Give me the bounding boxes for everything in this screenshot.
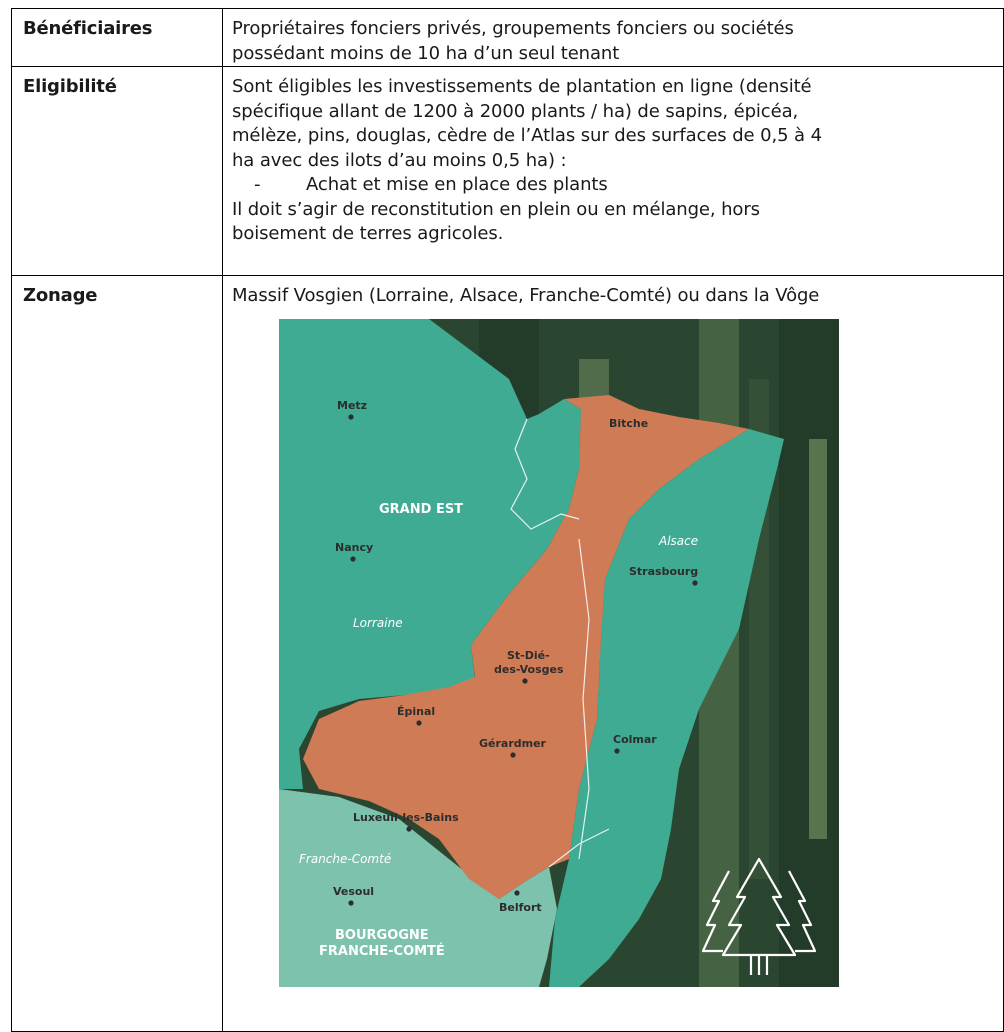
list-bullet: - — [254, 174, 261, 195]
label-cell: Zonage — [11, 275, 223, 1032]
row-label-eligibilite: Eligibilité — [23, 76, 117, 97]
fir-trees-icon — [701, 857, 817, 975]
content-cell: Sont éligibles les investissements de pl… — [222, 66, 1004, 276]
city-label-vesoul: Vesoul — [333, 885, 374, 898]
zonage-map: Metz Bitche Nancy Strasbourg St-Dié- des… — [279, 318, 839, 987]
eligibilite-text: Sont éligibles les investissements de pl… — [223, 67, 1003, 247]
city-label-gerardmer: Gérardmer — [479, 737, 547, 750]
zonage-text: Massif Vosgien (Lorraine, Alsace, Franch… — [223, 276, 1003, 309]
list-item: - Achat et mise en place des plants — [232, 173, 997, 198]
table-row-eligibilite: Eligibilité Sont éligibles les investiss… — [11, 66, 1004, 276]
city-label-st-die-2: des-Vosges — [494, 663, 564, 676]
area-label-franche-comte: Franche-Comté — [299, 852, 391, 866]
city-label-belfort: Belfort — [499, 901, 542, 914]
label-cell: Eligibilité — [11, 66, 223, 276]
table-row-zonage: Zonage Massif Vosgien (Lorraine, Alsace,… — [11, 275, 1004, 1032]
city-label-epinal: Épinal — [397, 705, 435, 718]
label-cell: Bénéficiaires — [11, 8, 223, 67]
text-line: Propriétaires fonciers privés, groupemen… — [232, 18, 794, 39]
area-label-alsace: Alsace — [658, 534, 698, 548]
row-label-beneficiaires: Bénéficiaires — [23, 18, 153, 39]
city-label-strasbourg: Strasbourg — [629, 565, 698, 578]
text-line: Sont éligibles les investissements de pl… — [232, 76, 812, 97]
info-table: Bénéficiaires Propriétaires fonciers pri… — [11, 8, 1004, 1032]
city-label-bitche: Bitche — [609, 417, 648, 430]
list-item-text: Achat et mise en place des plants — [306, 174, 608, 195]
text-line: possédant moins de 10 ha d’un seul tenan… — [232, 42, 620, 64]
city-dots — [348, 413, 698, 906]
area-label-lorraine: Lorraine — [353, 616, 403, 630]
city-label-nancy: Nancy — [335, 541, 373, 554]
region-label-bourgogne-1: BOURGOGNE — [335, 928, 429, 943]
text-line: spécifique allant de 1200 à 2000 plants … — [232, 100, 799, 122]
region-label-grand-est: GRAND EST — [379, 502, 463, 517]
city-label-metz: Metz — [337, 399, 367, 412]
region-label-bourgogne-2: FRANCHE-COMTÉ — [319, 943, 445, 959]
region-alsace — [549, 428, 784, 987]
content-cell: Propriétaires fonciers privés, groupemen… — [222, 8, 1004, 67]
text-line: ha avec des ilots d’au moins 0,5 ha) : — [232, 149, 567, 171]
beneficiaires-text: Propriétaires fonciers privés, groupemen… — [223, 9, 1003, 66]
map-svg: Metz Bitche Nancy Strasbourg St-Dié- des… — [279, 318, 839, 987]
border-lines — [510, 418, 610, 867]
city-label-colmar: Colmar — [613, 733, 657, 746]
row-label-zonage: Zonage — [23, 285, 98, 306]
text-line: Il doit s’agir de reconstitution en plei… — [232, 198, 760, 220]
region-grand-est-west — [279, 318, 581, 789]
table-row-beneficiaires: Bénéficiaires Propriétaires fonciers pri… — [11, 8, 1004, 67]
text-line: Massif Vosgien (Lorraine, Alsace, Franch… — [232, 285, 820, 306]
text-line: mélèze, pins, douglas, cèdre de l’Atlas … — [232, 125, 822, 146]
content-cell: Massif Vosgien (Lorraine, Alsace, Franch… — [222, 275, 1004, 1032]
city-label-luxeuil: Luxeuil-les-Bains — [353, 811, 459, 824]
region-massif-vosgien — [303, 394, 749, 899]
region-bourgogne-franche-comte — [279, 788, 557, 987]
text-line: boisement de terres agricoles. — [232, 223, 504, 244]
city-label-st-die-1: St-Dié- — [507, 649, 550, 662]
